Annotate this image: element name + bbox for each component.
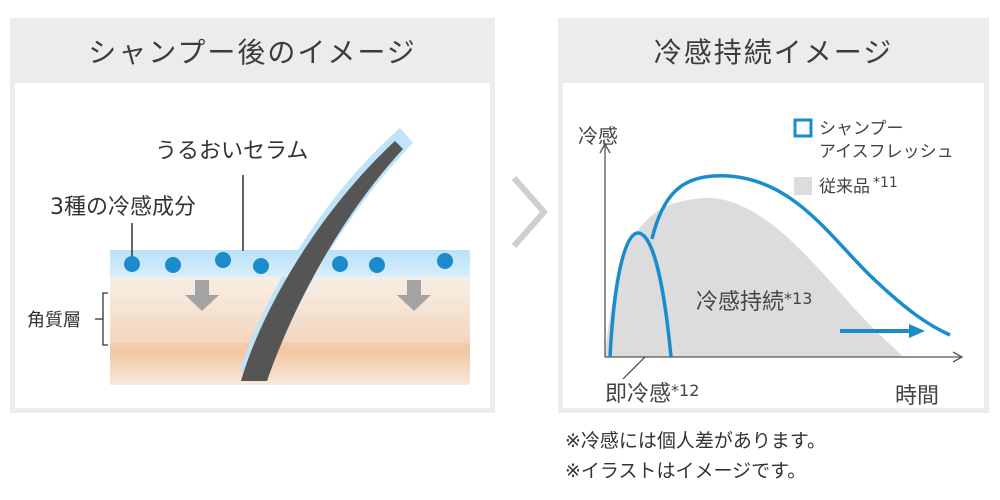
footnote-illustration: ※イラストはイメージです。 <box>565 460 807 482</box>
hair-strand <box>241 141 403 381</box>
cooling-curve-diagram: シャンプー アイスフレッシュ 従来品*11 冷感 時間 冷感持続*13 即冷感*… <box>578 118 964 408</box>
sustained-cooling-label: 冷感持続*13 <box>696 289 812 315</box>
components-label: 3種の冷感成分 <box>50 195 196 220</box>
stratum-bracket <box>102 292 108 346</box>
conventional-product-area <box>605 197 903 357</box>
chevron-right-icon <box>511 176 549 248</box>
immediate-cooling-label: 即冷感*12 <box>605 381 699 407</box>
legend-swatch-conventional <box>794 177 812 195</box>
legend-label-conventional: 従来品*11 <box>819 175 898 197</box>
cooling-duration-title: 冷感持続イメージ <box>653 35 894 69</box>
cooling-duration-chart: シャンプー アイスフレッシュ 従来品*11 冷感 時間 冷感持続*13 即冷感*… <box>563 83 984 408</box>
cooling-duration-panel: 冷感持続イメージ シャンプー アイスフレッシュ 従来品*11 <box>558 18 989 413</box>
cooling-ingredient-dots <box>124 252 453 274</box>
legend-swatch-shampoo <box>793 118 813 138</box>
serum-label: うるおいセラム <box>155 139 308 164</box>
after-shampoo-illustration: うるおいセラム 3種の冷感成分 角質層 <box>15 83 490 408</box>
after-shampoo-title: シャンプー後のイメージ <box>88 35 417 69</box>
immediate-cooling-curve <box>608 231 673 358</box>
y-axis-label: 冷感 <box>578 124 618 148</box>
leader-line-immediate <box>622 356 646 380</box>
footnote-individual-difference: ※冷感には個人差があります。 <box>565 430 827 452</box>
arrow-right-icon <box>909 324 925 338</box>
penetration-arrows <box>185 280 431 311</box>
footnotes: ※冷感には個人差があります。 ※イラストはイメージです。 <box>565 426 826 486</box>
scalp-illustration: うるおいセラム 3種の冷感成分 角質層 <box>27 128 470 385</box>
down-arrow-icon <box>397 280 431 311</box>
down-arrow-icon <box>185 280 219 311</box>
legend-label-shampoo-line2: アイスフレッシュ <box>819 142 954 162</box>
legend-label-shampoo-line1: シャンプー <box>819 119 904 139</box>
x-axis-label: 時間 <box>895 384 939 408</box>
after-shampoo-panel: シャンプー後のイメージ <box>10 18 495 413</box>
stratum-label: 角質層 <box>27 310 81 331</box>
sustained-cooling-curve <box>650 174 951 337</box>
